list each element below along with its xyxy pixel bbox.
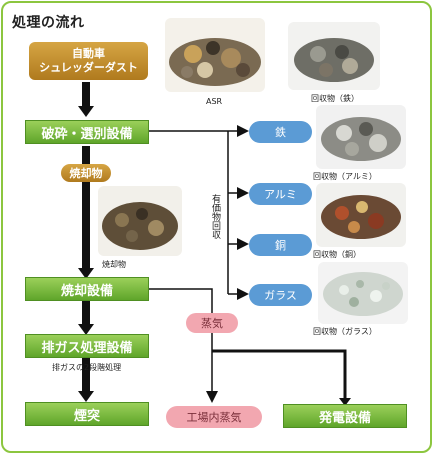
output-glass: ガラス	[249, 284, 312, 306]
node-shredder-dust: 自動車 シュレッダーダスト	[29, 42, 148, 80]
arrow-incinerator-to-exhaust-head	[78, 324, 94, 335]
valuables-recovery-label: 有価物回収	[210, 194, 220, 239]
tag-ash: 焼却物	[61, 164, 111, 182]
node-shredder-dust-line1: 自動車	[72, 47, 105, 60]
photo-aluminum	[316, 105, 406, 169]
output-copper: 銅	[249, 234, 312, 256]
recovery-lines	[147, 125, 249, 300]
caption-ash: 焼却物	[102, 260, 126, 269]
caption-copper: 回収物（銅）	[313, 250, 361, 259]
caption-iron: 回収物（鉄）	[311, 94, 359, 103]
photo-iron	[288, 22, 380, 90]
arrow-dust-to-crush-head	[78, 106, 94, 117]
exhaust-note: 排ガスの2段階処理	[52, 363, 122, 372]
photo-ash	[98, 186, 182, 256]
arrow-crush-to-incinerator-head	[78, 268, 94, 279]
node-shredder-dust-line2: シュレッダーダスト	[39, 61, 138, 74]
caption-glass: 回収物（ガラス）	[313, 327, 377, 336]
photo-glass	[318, 262, 408, 324]
node-chimney: 煙突	[25, 402, 149, 426]
caption-aluminum: 回収物（アルミ）	[313, 172, 377, 181]
output-factory-steam: 工場内蒸気	[166, 406, 262, 428]
node-crushing-sorting: 破砕・選別設備	[25, 120, 149, 144]
node-power-generation: 発電設備	[283, 404, 407, 428]
tag-steam: 蒸気	[186, 313, 238, 333]
diagram-title: 処理の流れ	[12, 15, 85, 31]
photo-asr	[165, 18, 265, 92]
output-iron: 鉄	[249, 121, 312, 143]
node-exhaust-treatment: 排ガス処理設備	[25, 334, 149, 358]
steam-lines	[147, 288, 347, 403]
caption-asr: ASR	[206, 97, 223, 106]
node-incinerator: 焼却設備	[25, 277, 149, 301]
photo-copper	[316, 183, 406, 247]
output-aluminum: アルミ	[249, 183, 312, 205]
arrow-exhaust-to-chimney-head	[78, 391, 94, 402]
